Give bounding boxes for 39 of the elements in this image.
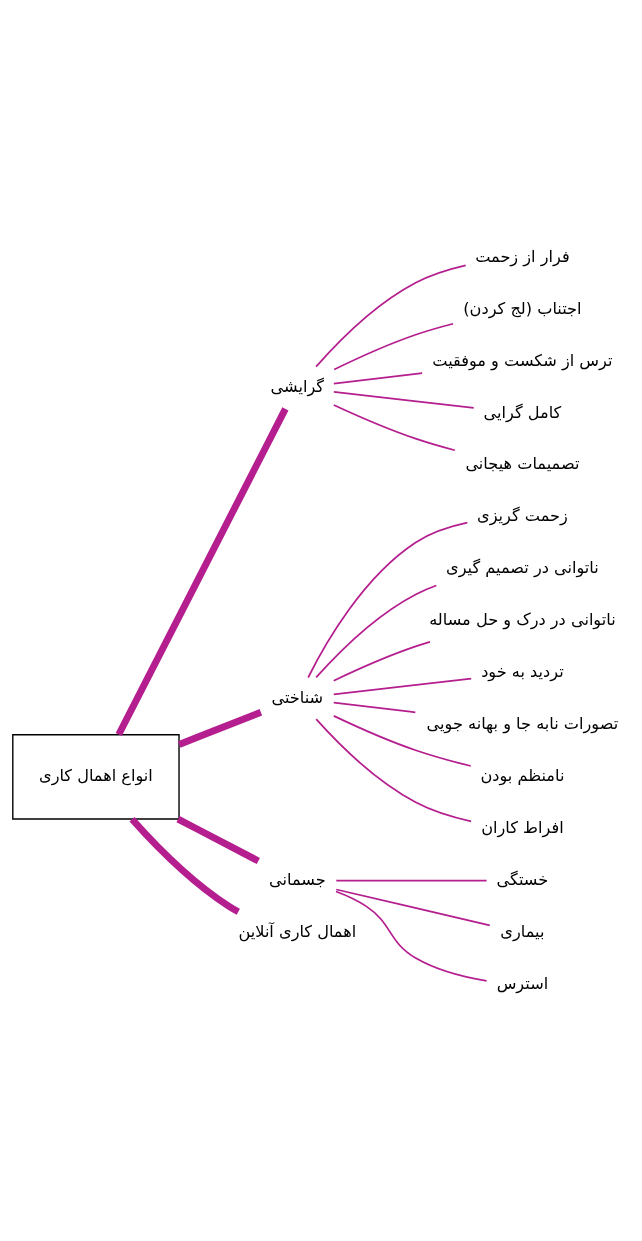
connector — [332, 701, 417, 713]
node-text: ناتوانی در تصمیم گیری — [446, 557, 599, 577]
node-text: نامنظم بودن — [480, 765, 565, 785]
connector — [335, 879, 488, 882]
node-text: جسمانی — [269, 869, 326, 889]
node-text: افراط کاران — [481, 817, 564, 837]
node-box: انواع اهمال کاری — [12, 733, 180, 820]
node-text: کامل گرایی — [483, 402, 562, 421]
node-text: فرار از زحمت — [475, 246, 570, 266]
connector — [335, 888, 491, 926]
connector — [333, 322, 454, 370]
connector — [315, 717, 472, 822]
node-text: تصمیمات هیجانی — [465, 453, 580, 473]
connector — [332, 390, 475, 409]
node-text: اهمال کاری آنلاین — [238, 921, 357, 941]
connector — [332, 403, 456, 451]
node-text: بیماری — [500, 921, 545, 941]
node-text: شناختی — [271, 687, 324, 707]
connector — [129, 816, 240, 915]
connector — [332, 640, 431, 682]
node-text: تصورات نابه جا و بهانه جویی — [426, 713, 619, 733]
node-text: اجتناب (لج کردن) — [463, 298, 582, 318]
node-text: گرایشی — [270, 376, 325, 396]
connector — [335, 890, 488, 982]
connector — [177, 708, 263, 748]
node-text: تردید به خود — [481, 661, 564, 681]
connector — [332, 677, 473, 695]
connector — [307, 521, 469, 678]
connector — [315, 584, 438, 678]
connector — [332, 371, 424, 384]
connector — [332, 714, 472, 767]
connector — [115, 406, 289, 736]
connector — [176, 815, 260, 864]
node-text: ناتوانی در درک و حل مساله — [429, 609, 616, 629]
connector — [315, 264, 467, 368]
node-text: زحمت گریزی — [477, 505, 568, 525]
node-text: استرس — [496, 973, 549, 993]
node-text: ترس از شکست و موفقیت — [432, 350, 613, 370]
node-text: خستگی — [496, 869, 549, 889]
